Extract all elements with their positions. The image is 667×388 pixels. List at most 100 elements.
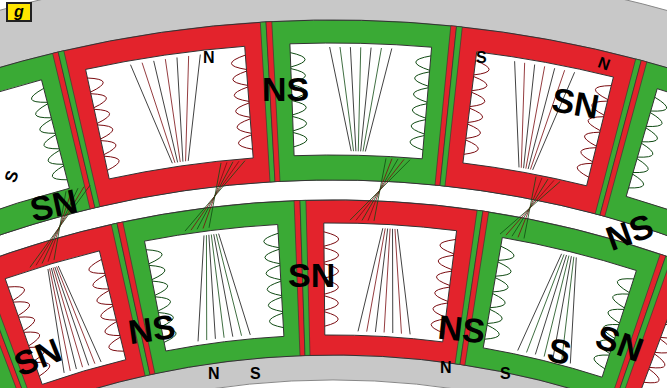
flux-line [57, 266, 95, 363]
field-loop [293, 133, 307, 147]
figure-badge: g [6, 2, 32, 22]
magnet-strip [111, 223, 150, 376]
field-loop [290, 53, 305, 67]
field-loop [87, 78, 103, 92]
magnet-strip [610, 254, 666, 388]
field-loop [413, 88, 428, 102]
field-loop [629, 174, 644, 188]
field-loop [233, 71, 248, 85]
magnet-strip [600, 60, 647, 216]
flux-line [142, 63, 175, 163]
field-loop [52, 166, 67, 180]
field-loop [493, 278, 508, 292]
field-loop [325, 312, 339, 326]
field-loop [8, 287, 24, 301]
stator-slot [86, 46, 254, 179]
field-loop [613, 294, 629, 308]
field-loop [594, 355, 609, 369]
field-loop [666, 309, 667, 323]
flux-line [350, 47, 356, 151]
field-loop [617, 279, 633, 293]
pole-label: N [440, 360, 452, 376]
flux-line [365, 48, 391, 151]
flux-line [219, 234, 251, 335]
gap-flux-line [209, 163, 221, 228]
flux-line [211, 235, 224, 338]
flux-line [515, 61, 519, 167]
field-loop [91, 94, 107, 108]
flux-line [58, 266, 101, 362]
magnet-pole-pair: SN [549, 82, 601, 124]
flux-line [395, 229, 402, 334]
magnet-pole-pair: SN [288, 258, 335, 292]
field-loop [146, 250, 162, 264]
rotor-slot [5, 251, 126, 385]
field-loop [268, 297, 282, 311]
flux-line [330, 47, 352, 151]
gap-flux-line [197, 162, 233, 230]
field-loop [266, 265, 281, 279]
flux-line [358, 228, 383, 331]
gap-flux-line [524, 177, 536, 239]
air-gap [0, 180, 667, 388]
pole-label: S [476, 50, 487, 66]
field-loop [584, 132, 599, 146]
field-loop [13, 302, 29, 316]
field-loop [104, 156, 119, 170]
field-loop [40, 119, 55, 133]
field-loop [31, 88, 47, 102]
pole-label: S [250, 366, 261, 382]
field-loop [98, 125, 113, 139]
gap-flux-line [191, 161, 239, 230]
flux-line [154, 61, 178, 163]
flux-line [216, 234, 241, 336]
field-loop [19, 317, 35, 331]
field-loop [642, 128, 658, 142]
flux-line [384, 229, 390, 333]
field-loop [105, 322, 120, 336]
flux-line [198, 235, 204, 341]
flux-line [209, 235, 216, 339]
magnet-strip [615, 256, 667, 388]
field-loop [152, 281, 167, 295]
pole-label: N [208, 366, 220, 382]
field-loop [0, 377, 1, 388]
field-loop [93, 275, 109, 289]
field-loop [324, 232, 339, 246]
flux-line [528, 68, 555, 169]
field-loop [435, 287, 450, 301]
rotor-segment [117, 201, 305, 375]
field-loop [238, 135, 252, 149]
field-loop [324, 296, 338, 310]
field-loop [48, 150, 63, 164]
field-loop [237, 119, 251, 133]
field-loop [498, 246, 514, 260]
pole-label: S [500, 366, 511, 382]
gap-flux-line [368, 159, 392, 221]
field-loop [644, 369, 659, 383]
field-loop [89, 259, 105, 273]
field-loop [638, 143, 653, 157]
field-loop [470, 92, 485, 106]
stator-slot [0, 80, 69, 263]
field-loop [440, 240, 456, 254]
flux-line [358, 47, 360, 151]
magnet-strip [595, 59, 641, 215]
field-loop [264, 233, 279, 247]
field-loop [661, 324, 667, 338]
flux-line [186, 56, 189, 161]
field-loop [581, 148, 596, 162]
field-loop [438, 255, 453, 269]
magnet-pole-pair: NS [436, 310, 487, 349]
field-loop [411, 120, 425, 134]
flux-line [367, 228, 386, 331]
gap-flux-line [374, 158, 386, 221]
field-loop [265, 249, 280, 263]
field-loop [412, 104, 426, 118]
stator-segment [58, 22, 275, 208]
magnet-strip [440, 26, 462, 186]
magnet-pole-pair: NS [262, 72, 309, 106]
field-loop [633, 159, 648, 173]
